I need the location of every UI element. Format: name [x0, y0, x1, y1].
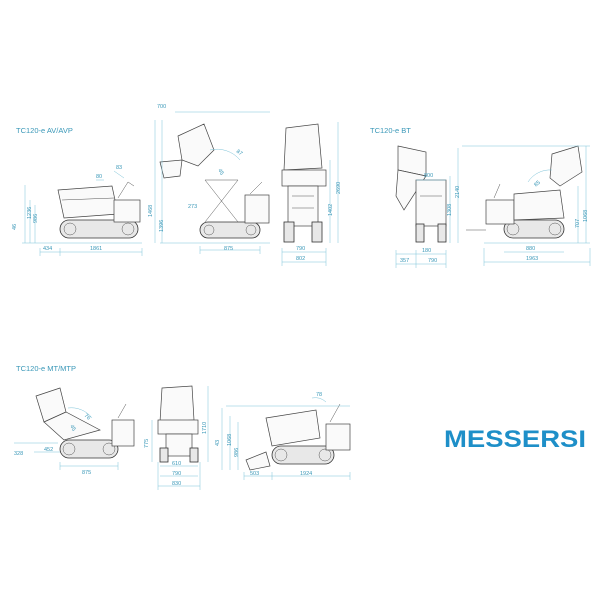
messersi-logo: MESSERSI	[444, 426, 586, 451]
av-side-dim-1: 83	[116, 165, 122, 171]
av-front-dim-1: 1402	[328, 204, 334, 216]
mt-side-dimensions: 76 45 328 452 875	[14, 407, 119, 476]
title-bt: TC120-e BT	[370, 126, 411, 135]
av-tip-dim-3: 1468	[148, 205, 154, 217]
av-tip-dim-6: 875	[224, 246, 233, 252]
mt-lift-dim-3: 986	[234, 448, 240, 457]
av-side-dimensions: 80 83 46 1236 986 434 1861	[12, 165, 143, 256]
av-front-dim-3: 802	[296, 256, 305, 262]
bt-front-dim-4: 180	[422, 248, 431, 254]
av-tip-dimensions: 700 87 45 1468 1396 273 875	[148, 104, 270, 254]
bt-side-dimensions: 85 707 1068 880 1963	[462, 145, 591, 266]
mt-side-dim-1: 45	[68, 424, 76, 432]
av-tip-dim-4: 1396	[159, 220, 165, 232]
mt-lift-view	[245, 403, 351, 471]
av-tip-dim-1: 87	[235, 149, 243, 157]
bt-side-dim-0: 85	[533, 180, 542, 189]
mt-lift-dim-0: 78	[316, 392, 322, 398]
av-side-dim-3: 1236	[27, 207, 33, 219]
bt-side-dim-4: 1963	[526, 256, 538, 262]
av-front-dim-0: 2690	[336, 182, 342, 194]
mt-front-dim-4: 830	[172, 481, 181, 487]
mt-lift-dim-2: 1068	[227, 434, 233, 446]
bt-front-dim-2: 1308	[447, 204, 453, 216]
mt-lift-dimensions: 78 43 1068 986 503 1924	[215, 392, 351, 480]
mt-lift-dim-5: 1924	[300, 471, 312, 477]
mt-front-view	[157, 385, 199, 463]
av-side-dim-2: 46	[12, 224, 18, 230]
bt-front-view	[395, 145, 447, 243]
mt-front-dim-1: 1710	[202, 422, 208, 434]
bt-front-dim-0: 800	[424, 173, 433, 179]
mt-side-dim-3: 452	[44, 447, 53, 453]
bt-side-dim-2: 1068	[583, 210, 589, 222]
bt-front-dim-1: 2140	[455, 186, 461, 198]
mt-lift-dim-1: 43	[215, 440, 221, 446]
title-av-avp: TC120-e AV/AVP	[16, 126, 73, 135]
av-front-dimensions: 2690 1402 790 802	[281, 122, 342, 266]
av-tip-view	[159, 123, 270, 239]
bt-front-dimensions: 800 2140 1308 357 180 790	[395, 148, 461, 268]
bt-front-dim-3: 357	[400, 258, 409, 264]
av-side-view	[57, 181, 141, 239]
mt-front-dimensions: 775 1710 610 790 830	[144, 386, 209, 490]
title-mt-mtp: TC120-e MT/MTP	[16, 364, 77, 373]
mt-side-dim-4: 875	[82, 470, 91, 476]
bt-side-dim-3: 880	[526, 246, 535, 252]
messersi-logo-text: MESSERSI	[444, 426, 586, 451]
av-side-dim-5: 434	[43, 246, 52, 252]
mt-front-dim-0: 775	[144, 439, 150, 448]
mt-side-view	[35, 387, 135, 459]
mt-front-dim-2: 610	[172, 461, 181, 467]
mt-lift-dim-4: 503	[250, 471, 259, 477]
mt-side-dim-2: 328	[14, 451, 23, 457]
av-front-dim-2: 790	[296, 246, 305, 252]
av-side-dim-4: 986	[33, 214, 39, 223]
bt-front-dim-5: 790	[428, 258, 437, 264]
bt-side-dim-1: 707	[575, 219, 581, 228]
av-side-dim-6: 1861	[90, 246, 102, 252]
av-tip-dim-2: 45	[216, 168, 224, 176]
mt-side-dim-0: 76	[83, 413, 92, 422]
av-tip-dim-5: 273	[188, 204, 197, 210]
mt-front-dim-3: 790	[172, 471, 181, 477]
av-tip-dim-0: 700	[157, 104, 166, 110]
av-front-view	[281, 123, 327, 243]
bt-side-view	[466, 145, 583, 239]
av-side-dim-0: 80	[96, 174, 102, 180]
